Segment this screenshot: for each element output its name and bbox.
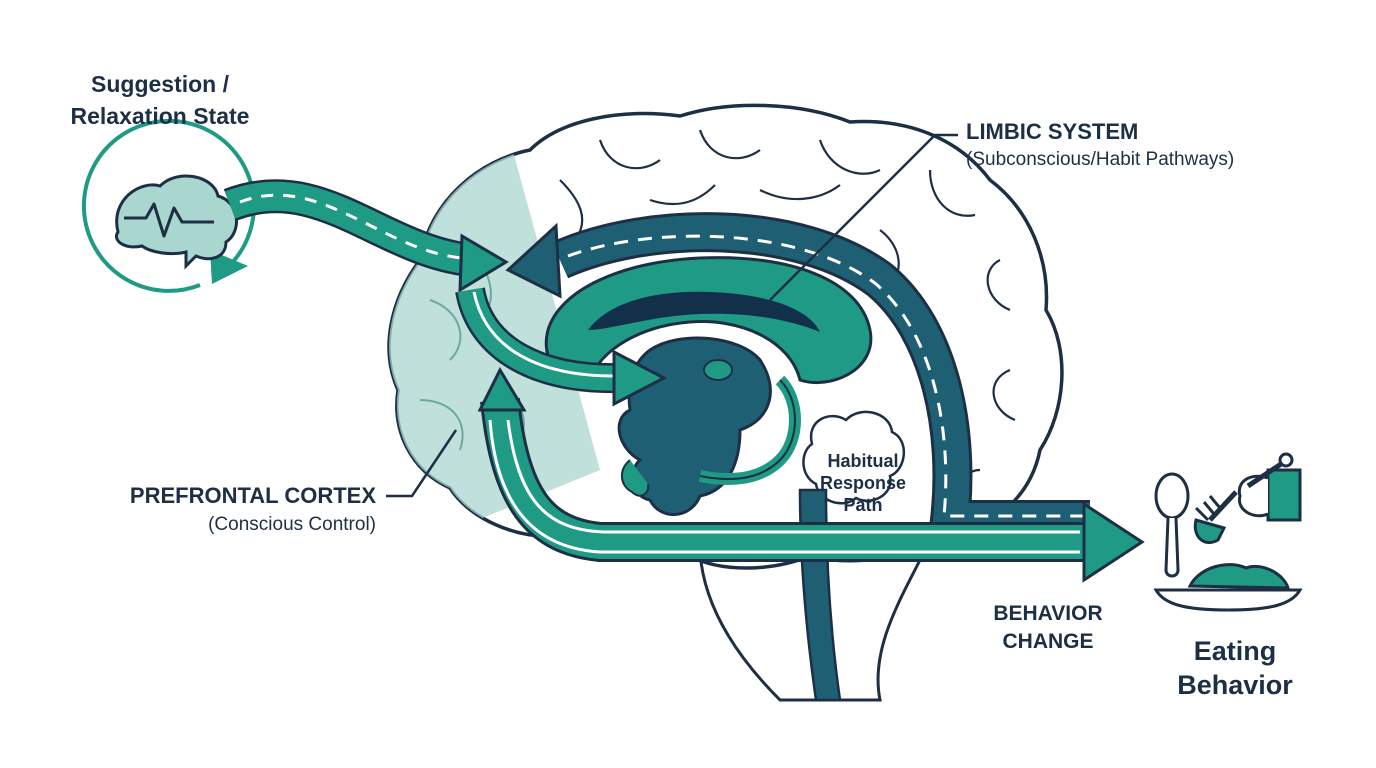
behavior-line2: CHANGE	[1002, 630, 1094, 653]
pfc-leader-line	[386, 429, 458, 498]
prefrontal-label: PREFRONTAL CORTEX (Conscious Control)	[118, 482, 376, 540]
limbic-label: LIMBIC SYSTEM (Subconscious/Habit Pathwa…	[966, 118, 1234, 174]
food-plate-icon	[1153, 563, 1303, 612]
suggestion-cycle	[81, 118, 256, 293]
behavior-change-arrow	[477, 366, 1145, 583]
fork-hand-icon	[1193, 452, 1302, 544]
behavior-arrowhead-right	[1082, 501, 1145, 583]
brain-wave-icon	[115, 174, 238, 270]
suggestion-pathway	[223, 179, 509, 293]
behavior-arrowhead-up	[477, 366, 527, 412]
eating-icons	[1153, 452, 1303, 612]
cycle-arrowhead	[210, 250, 248, 284]
suggestion-arrowhead	[458, 233, 509, 293]
suggestion-label-line2: Relaxation State	[70, 103, 250, 129]
behavior-change-label: BEHAVIOR CHANGE	[974, 600, 1122, 656]
limbic-subtitle: (Subconscious/Habit Pathways)	[966, 149, 1235, 170]
prefrontal-to-limbic-arrow	[455, 286, 668, 407]
habit-pathway	[505, 212, 1090, 540]
suggestion-label: Suggestion / Relaxation State	[40, 68, 280, 132]
prefrontal-folds	[419, 249, 525, 451]
fornix-curve-outline	[699, 379, 796, 480]
limbic-title: LIMBIC SYSTEM	[966, 119, 1139, 144]
habitual-line3: Path	[843, 495, 883, 515]
eating-line2: Behavior	[1177, 670, 1293, 700]
habitual-response-label: Habitual Response Path	[810, 450, 916, 516]
behavior-line1: BEHAVIOR	[993, 602, 1103, 625]
corpus-callosum-inner	[588, 291, 820, 332]
prefrontal-subtitle: (Conscious Control)	[208, 514, 376, 535]
habit-arrowhead-left	[505, 222, 562, 299]
prefrontal-title: PREFRONTAL CORTEX	[129, 483, 376, 508]
eating-behavior-label: Eating Behavior	[1160, 634, 1310, 702]
habitual-line1: Habitual	[827, 451, 899, 471]
amygdala-drip	[621, 459, 650, 497]
cerebellum-bump	[802, 410, 906, 505]
suggestion-label-line1: Suggestion /	[91, 71, 229, 97]
habitual-line2: Response	[819, 473, 907, 493]
thalamus-nucleus	[703, 359, 733, 381]
heartbeat-line	[124, 202, 214, 238]
limbic-leader-line	[769, 133, 958, 301]
eating-line1: Eating	[1193, 636, 1277, 666]
spoon-icon	[1154, 472, 1190, 578]
